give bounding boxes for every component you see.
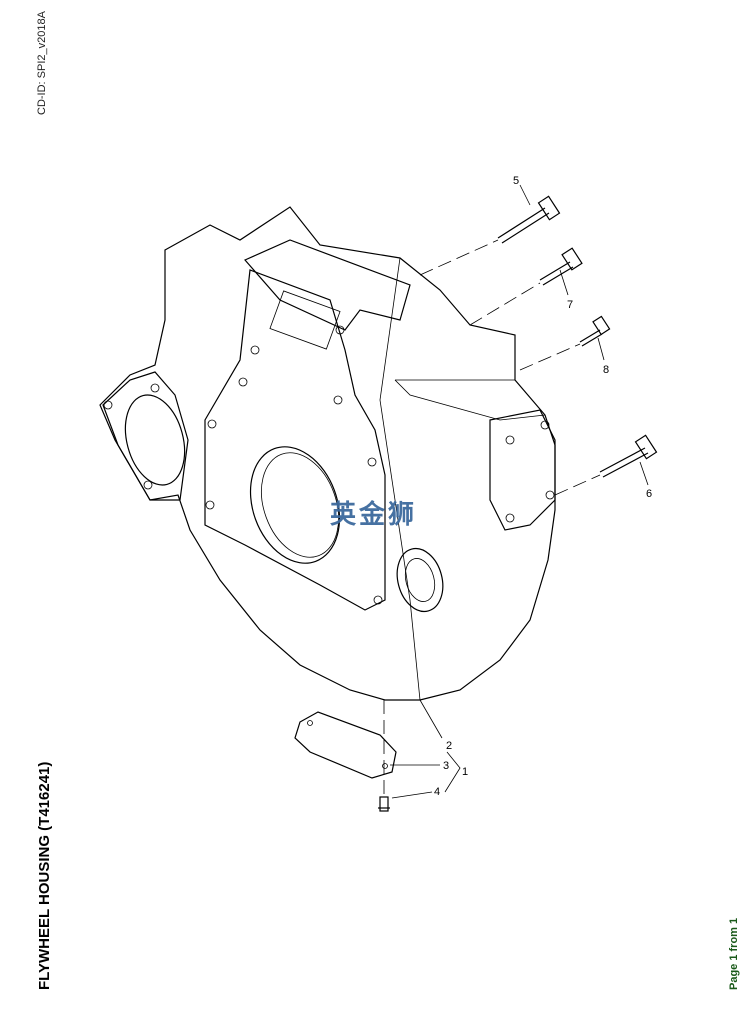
starter-bore: [124, 394, 186, 486]
callout-1: 1: [462, 766, 468, 778]
callout-2: 2: [446, 740, 452, 752]
side-pad: [489, 409, 556, 531]
callout-3: 3: [443, 760, 449, 772]
callout-7: 7: [567, 299, 573, 311]
housing-outline: [99, 206, 556, 701]
bolt-6: [599, 434, 658, 478]
callout-5: 5: [513, 175, 519, 187]
watermark: 英金狮: [330, 500, 418, 530]
callout-4: 4: [434, 786, 440, 798]
callout-6: 6: [646, 488, 652, 500]
bolt-8: [579, 315, 611, 347]
rear-flange: [204, 269, 386, 611]
flywheel-bore: [249, 446, 341, 564]
bolt-7: [539, 247, 583, 286]
callout-8: 8: [603, 364, 609, 376]
screw-4: [378, 796, 390, 812]
cover-plate: [294, 711, 397, 779]
bolt-5: [497, 195, 561, 244]
